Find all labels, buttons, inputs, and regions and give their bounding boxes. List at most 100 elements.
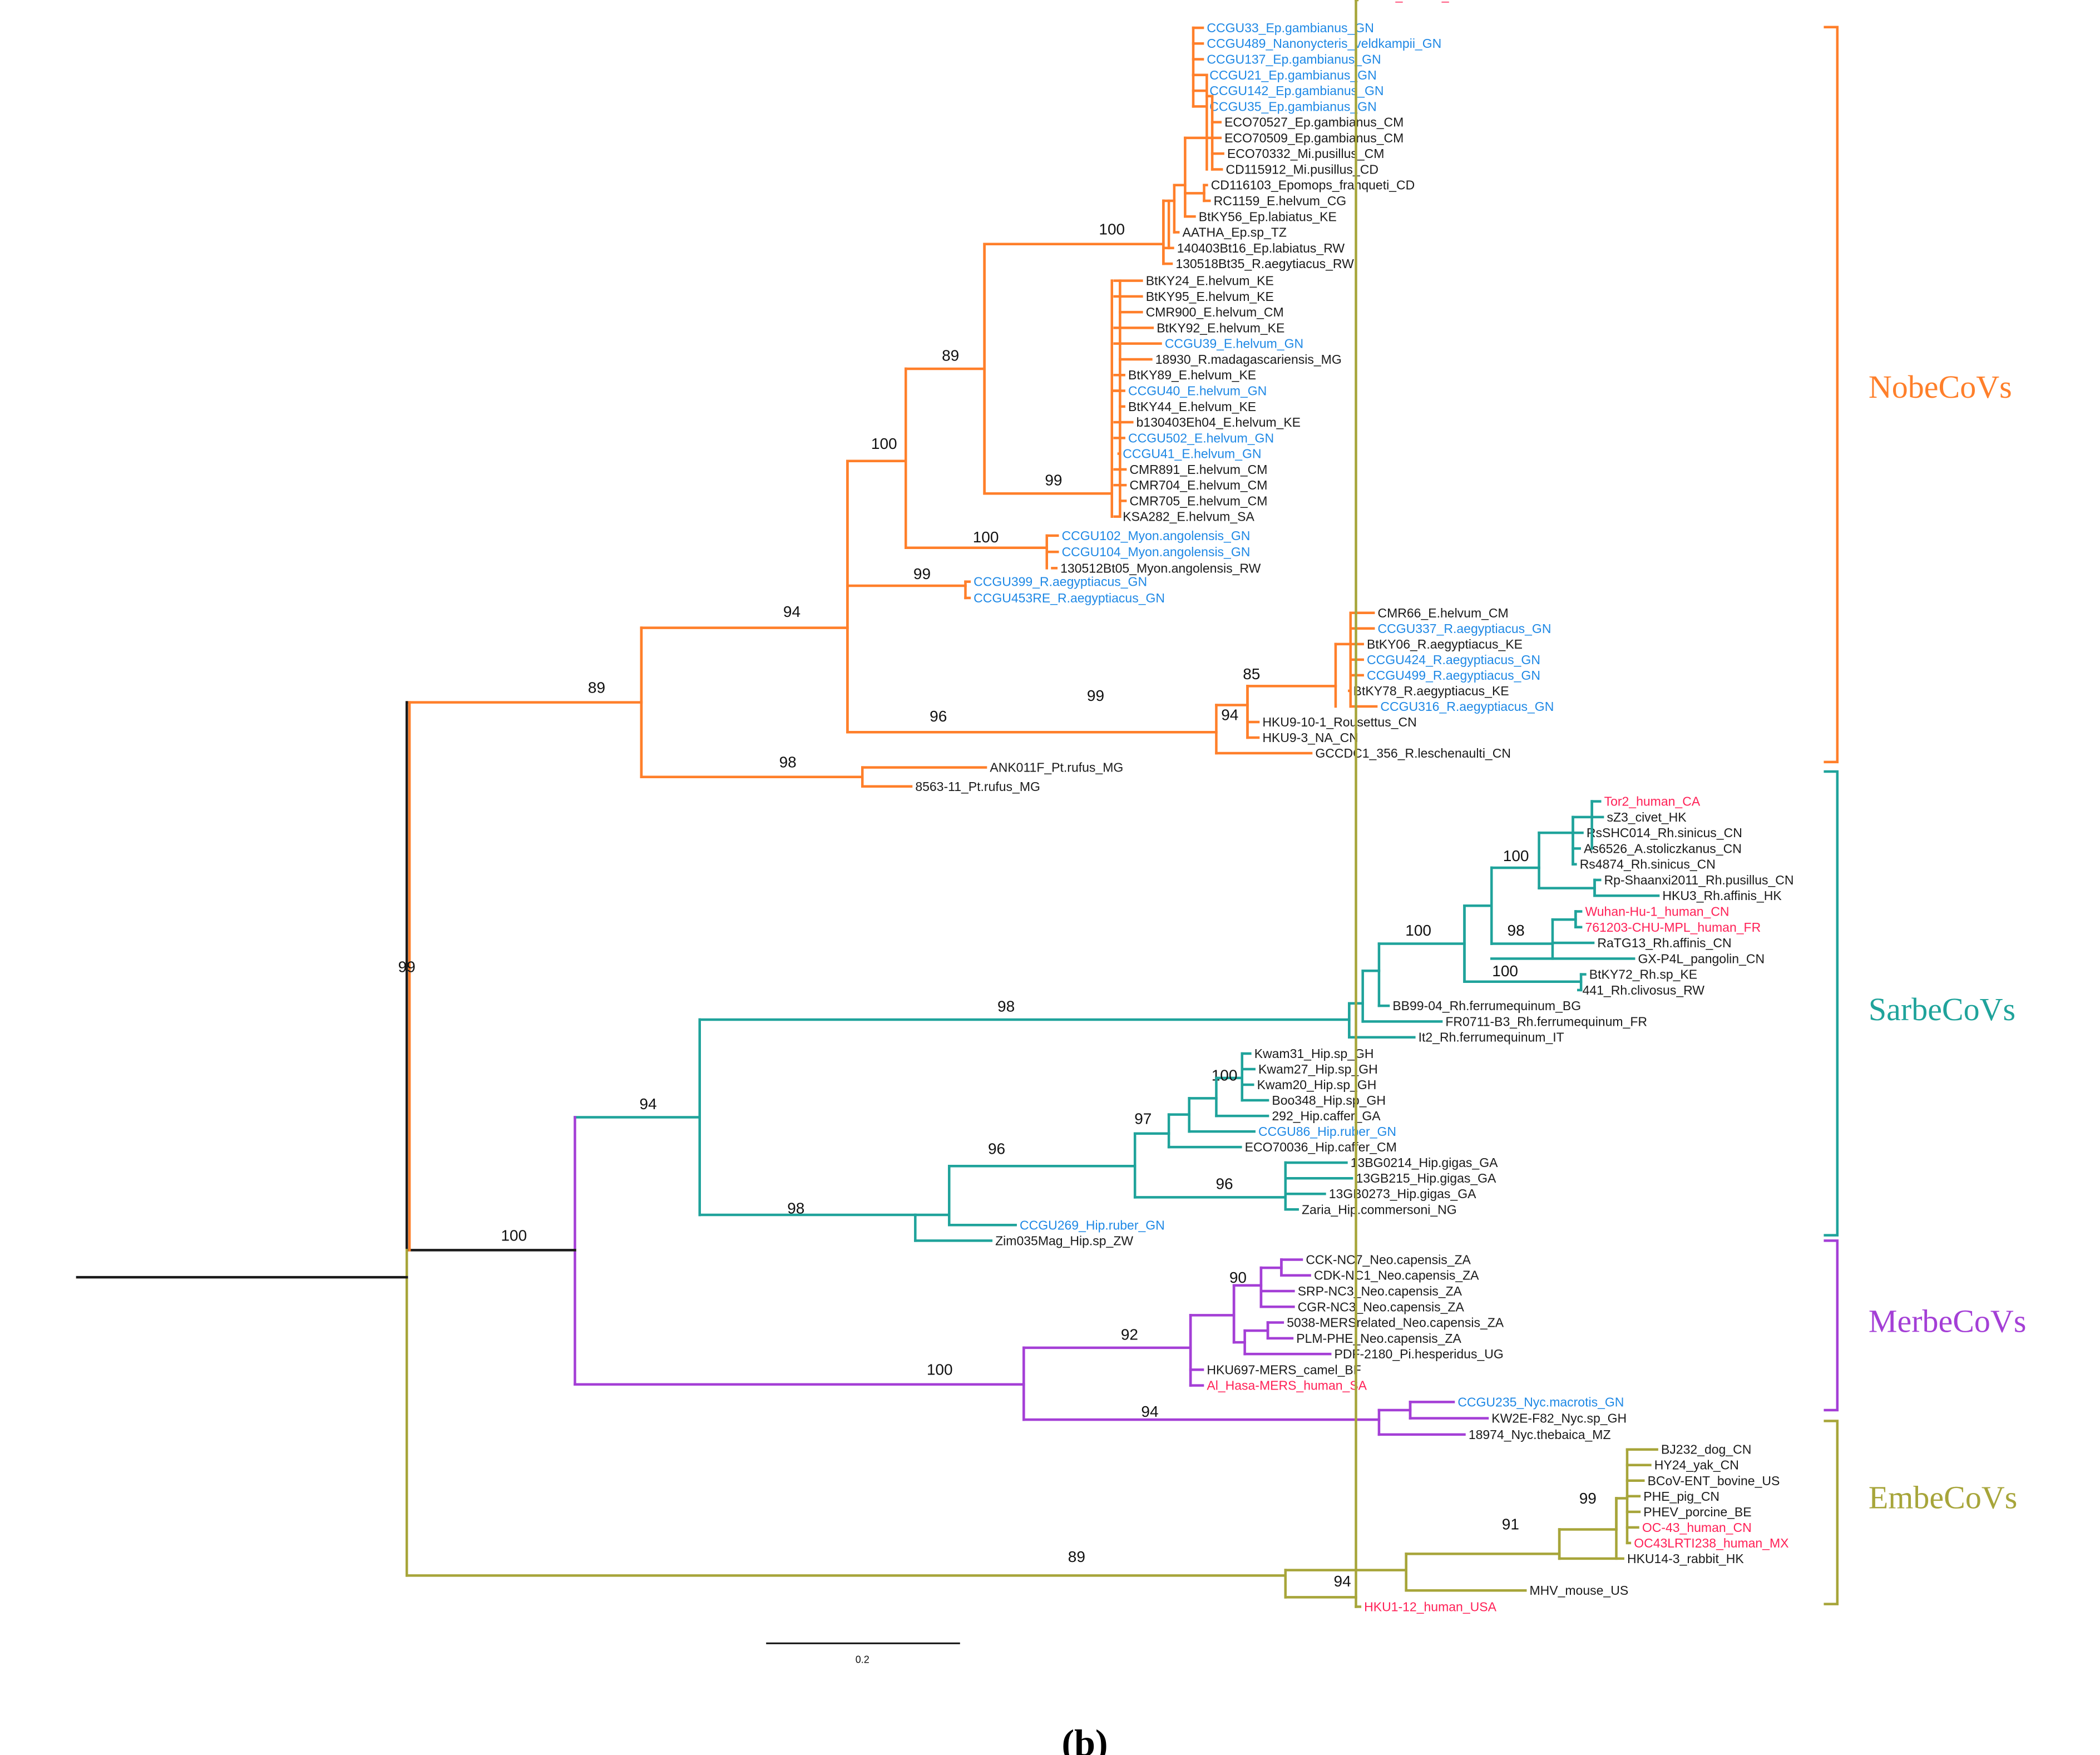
taxon-label: CCGU235_Nyc.macrotis_GN <box>1457 1395 1624 1409</box>
bootstrap-value: 100 <box>501 1227 527 1244</box>
bootstrap-value: 94 <box>783 603 801 620</box>
taxon-label: CCGU337_R.aegyptiacus_GN <box>1378 621 1551 636</box>
taxon-label: Kwam27_Hip.sp_GH <box>1258 1062 1378 1076</box>
taxon-label: ECO70332_Mi.pusillus_CM <box>1227 146 1385 161</box>
taxon-label: BtKY92_E.helvum_KE <box>1157 320 1284 335</box>
taxon-label: RaTG13_Rh.affinis_CN <box>1597 936 1731 950</box>
taxon-label: OC43LRTI238_human_MX <box>1634 1536 1788 1550</box>
scale-bar-label: 0.2 <box>856 1654 869 1665</box>
taxon-label: CD115912_Mi.pusillus_CD <box>1226 162 1378 176</box>
taxon-label: 130518Bt35_R.aegytiacus_RW <box>1175 256 1354 271</box>
clade-bracket <box>1824 770 1839 1237</box>
taxon-label: Rs4874_Rh.sinicus_CN <box>1580 857 1716 872</box>
taxon-label: b130403Eh04_E.helvum_KE <box>1137 415 1301 429</box>
taxon-label: BCoV-ENT_bovine_US <box>1648 1474 1780 1488</box>
taxon-label: 8563-11_Pt.rufus_MG <box>915 779 1040 794</box>
taxon-label: CMR900_E.helvum_CM <box>1146 305 1284 319</box>
bootstrap-value: 100 <box>927 1361 953 1378</box>
taxon-label: CCGU21_Ep.gambianus_GN <box>1209 68 1376 82</box>
taxon-label: PLM-PHE_Neo.capensis_ZA <box>1296 1331 1461 1346</box>
taxon-label: GX-P4L_pangolin_CN <box>1638 951 1765 966</box>
taxon-label: BtKY56_Ep.labiatus_KE <box>1199 209 1337 224</box>
clade-bracket <box>1824 1239 1839 1412</box>
taxon-label: CCGU269_Hip.ruber_GN <box>1020 1218 1165 1232</box>
taxon-label: CDK-NC1_Neo.capensis_ZA <box>1314 1268 1479 1283</box>
bootstrap-value: 92 <box>1121 1326 1138 1343</box>
bootstrap-value: 94 <box>1221 706 1238 723</box>
taxon-label: RsSHC014_Rh.sinicus_CN <box>1587 825 1742 840</box>
taxon-label: 292_Hip.caffer_GA <box>1272 1109 1381 1123</box>
taxon-label: Zaria_Hip.commersoni_NG <box>1302 1202 1457 1217</box>
taxon-label: 18930_R.madagascariensis_MG <box>1155 352 1342 367</box>
taxon-label: CCGU104_Myon.angolensis_GN <box>1062 545 1251 559</box>
taxon-label: CCGU499_R.aegyptiacus_GN <box>1367 668 1540 683</box>
taxon-label: HKU14-3_rabbit_HK <box>1627 1551 1744 1566</box>
taxon-label: ANK011F_Pt.rufus_MG <box>990 760 1123 775</box>
clade-name: MerbeCoVs <box>1869 1303 2027 1339</box>
bootstrap-value: 100 <box>1492 962 1518 980</box>
bootstrap-value: 100 <box>973 528 999 546</box>
taxon-label: BJ232_dog_CN <box>1661 1442 1751 1457</box>
taxon-label: BtKY24_E.helvum_KE <box>1146 274 1274 288</box>
bootstrap-value: 98 <box>1508 922 1525 939</box>
taxon-label: BtKY06_R.aegyptiacus_KE <box>1367 637 1523 651</box>
bootstrap-value: 96 <box>1215 1175 1233 1193</box>
taxon-label: Rp-Shaanxi2011_Rh.pusillus_CN <box>1604 873 1794 887</box>
taxon-label: 13GB215_Hip.gigas_GA <box>1356 1171 1497 1185</box>
taxon-label: BtKY72_Rh.sp_KE <box>1589 967 1697 982</box>
bootstrap-value: 96 <box>930 708 947 725</box>
taxon-label: CMR704_E.helvum_CM <box>1129 478 1267 492</box>
bootstrap-value: 99 <box>1087 687 1104 704</box>
taxon-label: HY24_yak_CN <box>1654 1458 1739 1472</box>
taxon-label: CD116103_Epomops_franqueti_CD <box>1211 178 1415 192</box>
taxon-label: KSA282_E.helvum_SA <box>1123 510 1254 524</box>
taxon-label: Zim035Mag_Hip.sp_ZW <box>995 1233 1133 1248</box>
taxon-label: CCGU489_Nanonycteris_veldkampii_GN <box>1207 36 1441 51</box>
figure-caption-label: (b) <box>1061 1722 1108 1755</box>
taxon-label: AATHA_Ep.sp_TZ <box>1183 225 1287 240</box>
taxon-label: ECO70527_Ep.gambianus_CM <box>1224 115 1404 130</box>
bootstrap-value: 94 <box>1334 1573 1351 1590</box>
taxon-label: OC-43_human_CN <box>1642 1520 1752 1535</box>
taxon-label: CMR705_E.helvum_CM <box>1129 493 1267 508</box>
taxon-label: CCGU40_E.helvum_GN <box>1128 383 1267 398</box>
bootstrap-value: 89 <box>588 679 605 696</box>
taxon-label: CCGU316_R.aegyptiacus_GN <box>1380 699 1554 714</box>
taxon-label: CCGU33_Ep.gambianus_GN <box>1207 21 1373 35</box>
bootstrap-value: 94 <box>640 1095 657 1113</box>
bootstrap-value: 100 <box>1099 221 1125 238</box>
bootstrap-value: 89 <box>942 347 959 364</box>
bootstrap-value: 97 <box>1134 1110 1152 1128</box>
bootstrap-value: 90 <box>1229 1269 1247 1286</box>
taxon-label: CCGU399_R.aegyptiacus_GN <box>974 575 1147 589</box>
taxon-label: It2_Rh.ferrumequinum_IT <box>1419 1030 1564 1045</box>
taxon-label: sZ3_civet_HK <box>1607 810 1687 824</box>
taxon-label: FR0711-B3_Rh.ferrumequinum_FR <box>1445 1014 1647 1029</box>
taxon-label: BtKY44_E.helvum_KE <box>1128 399 1256 414</box>
clade-bracket <box>1824 1420 1839 1605</box>
taxon-label: CCGU86_Hip.ruber_GN <box>1258 1124 1396 1139</box>
clade-bracket <box>1824 26 1839 764</box>
taxon-label: BtKY78_R.aegyptiacus_KE <box>1353 684 1509 698</box>
taxon-label: Boo348_Hip.sp_GH <box>1272 1093 1386 1108</box>
taxon-label: SRP-NC3_Neo.capensis_ZA <box>1298 1284 1462 1298</box>
taxon-label: ECO70036_Hip.caffer_CM <box>1245 1140 1397 1154</box>
bootstrap-value: 100 <box>1503 847 1529 864</box>
taxon-label: CCGU502_E.helvum_GN <box>1128 431 1274 445</box>
taxon-label: BtKY95_E.helvum_KE <box>1146 289 1274 304</box>
taxon-label: BB99-04_Rh.ferrumequinum_BG <box>1392 998 1581 1013</box>
taxon-label: 130512Bt05_Myon.angolensis_RW <box>1060 561 1261 575</box>
taxon-label: CGR-NC3_Neo.capensis_ZA <box>1298 1299 1465 1314</box>
bootstrap-value: 94 <box>1141 1403 1158 1420</box>
bootstrap-value: 98 <box>779 754 797 771</box>
bootstrap-value: 85 <box>1243 665 1260 683</box>
bootstrap-value: 89 <box>1068 1548 1085 1565</box>
taxon-label: Kwam31_Hip.sp_GH <box>1254 1046 1374 1061</box>
taxon-label: CCGU453RE_R.aegyptiacus_GN <box>974 591 1165 605</box>
taxon-label: As6526_A.stoliczkanus_CN <box>1584 841 1742 856</box>
bootstrap-value: 91 <box>1502 1516 1519 1533</box>
taxon-label: BtKY89_E.helvum_KE <box>1128 368 1256 382</box>
taxon-label: CCGU39_E.helvum_GN <box>1165 337 1303 351</box>
